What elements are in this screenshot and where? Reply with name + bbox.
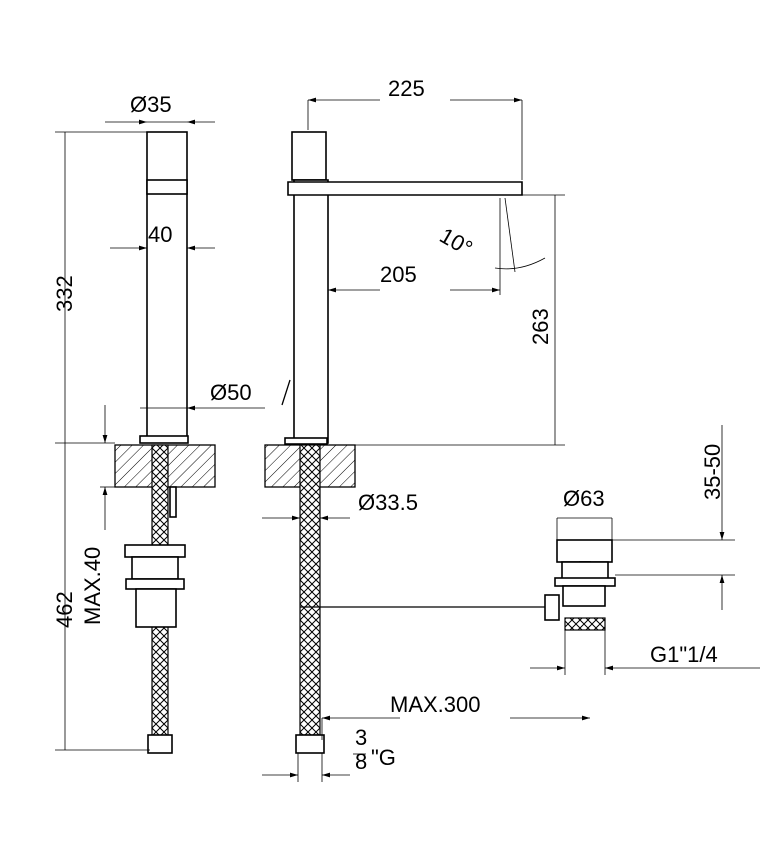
- hose-right: [299, 444, 321, 736]
- dim-d33-5: Ø33.5: [358, 490, 418, 515]
- dim-d35: Ø35: [130, 92, 172, 117]
- dim-h462: 462: [52, 591, 77, 628]
- dim-w225: 225: [388, 76, 425, 101]
- dim-max40: MAX.40: [80, 547, 105, 625]
- dim-d63: Ø63: [563, 486, 605, 511]
- dim-w205: 205: [380, 262, 417, 287]
- dim-g38-den: 8: [355, 749, 367, 774]
- dim-35-50: 35-50: [700, 444, 725, 500]
- dim-angle: 10°: [436, 223, 477, 261]
- front-view: Ø35 40 332 462 Ø50 MAX.40: [52, 92, 265, 754]
- dim-g38-num: 3: [355, 725, 367, 750]
- dim-g38-suffix: "G: [371, 745, 396, 770]
- dim-g1-1-4: G1"1/4: [650, 642, 718, 667]
- dim-max300: MAX.300: [390, 692, 481, 717]
- dim-h332: 332: [52, 275, 77, 312]
- drain-view: Ø63 35-50 G1"1/4: [530, 425, 760, 675]
- side-view: 225 10° 205 263 Ø33.5 MAX.300 3 8 "G: [262, 76, 590, 782]
- dim-w40: 40: [148, 222, 172, 247]
- dim-h263: 263: [528, 308, 553, 345]
- dim-d50: Ø50: [210, 380, 252, 405]
